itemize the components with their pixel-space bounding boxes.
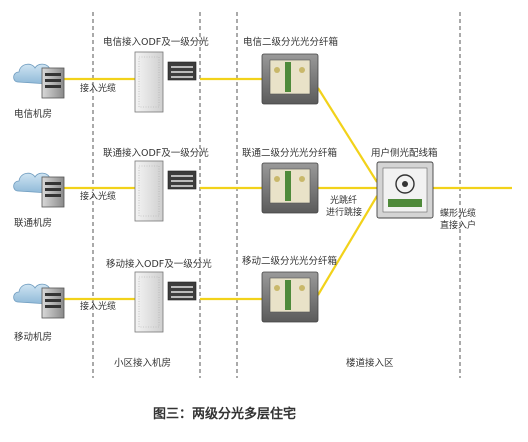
unicom-room-label: 联通机房 [14,217,52,229]
user-distribution-box-icon [376,161,434,219]
telecom-room-label: 电信机房 [14,108,52,120]
unicom-splitter-box-icon [261,162,319,214]
butterfly-cable-label-line2: 直接入户 [440,219,476,231]
mobile-odf-rack-icon [134,271,164,333]
mobile-odf-label: 移动接入ODF及一级分光 [106,258,212,270]
fiber-jumper-mobile [317,195,378,296]
building-access-zone-label: 楼道接入区 [346,357,394,369]
telecom-access-cable-label: 接入光缆 [80,82,116,94]
telecom-datacenter-icon [13,63,65,99]
jumper-label-line1: 光跳纤 [330,194,357,206]
telecom-odf-rack-icon [134,51,164,113]
unicom-odf-label: 联通接入ODF及一级分光 [103,147,209,159]
mobile-splitter-box-icon [261,271,319,323]
mobile-datacenter-icon [13,283,65,319]
fiber-lines [64,77,512,301]
unicom-splitter-unit-icon [167,170,197,190]
mobile-room-label: 移动机房 [14,331,52,343]
fiber-jumper-telecom [317,87,378,183]
community-room-zone-label: 小区接入机房 [114,357,171,369]
telecom-odf-label: 电信接入ODF及一级分光 [103,36,209,48]
jumper-label-line2: 进行跳接 [326,206,362,218]
telecom-splitter-box-icon [261,53,319,105]
mobile-splitter-unit-icon [167,281,197,301]
unicom-odf-rack-icon [134,160,164,222]
user-box-label: 用户侧光配线箱 [371,147,438,159]
mobile-access-cable-label: 接入光缆 [80,300,116,312]
mobile-splitter-box-label: 移动二级分光光分纤箱 [242,255,337,267]
unicom-datacenter-icon [13,172,65,208]
figure-caption: 图三：两级分光多层住宅 [153,406,296,422]
telecom-splitter-unit-icon [167,61,197,81]
zone-dividers [92,12,461,378]
telecom-splitter-box-label: 电信二级分光光分纤箱 [243,36,338,48]
butterfly-cable-label-line1: 蝶形光缆 [440,207,476,219]
unicom-splitter-box-label: 联通二级分光光分纤箱 [242,147,337,159]
unicom-access-cable-label: 接入光缆 [80,190,116,202]
